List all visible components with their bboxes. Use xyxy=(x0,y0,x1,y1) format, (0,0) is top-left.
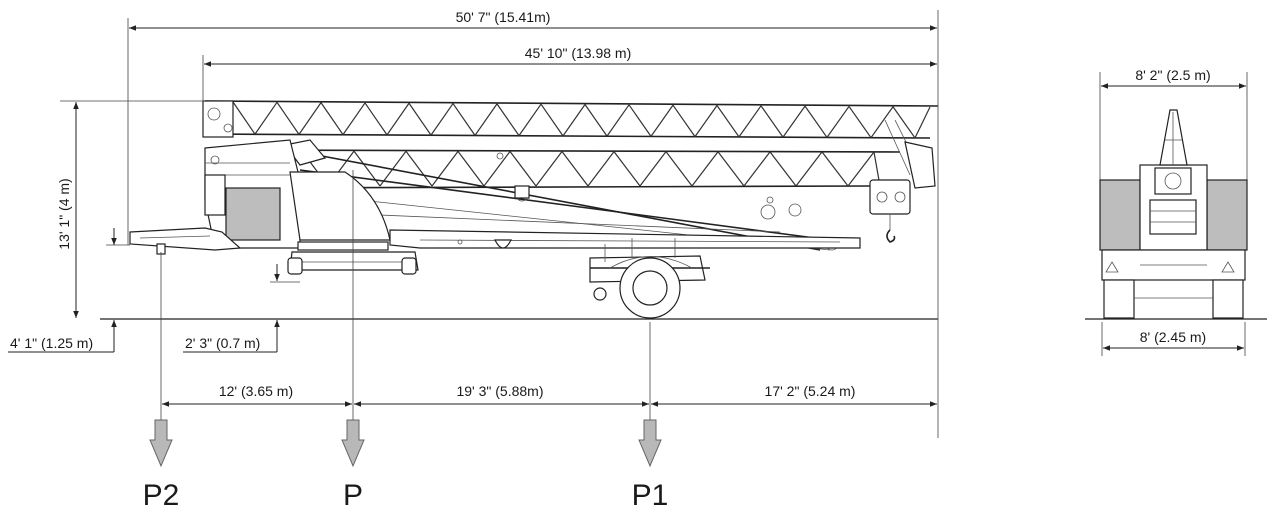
load-label-p: P xyxy=(343,479,363,510)
jib-length-label: 45' 10" (13.98 m) xyxy=(525,45,631,61)
chassis xyxy=(389,229,861,249)
tower-mast xyxy=(283,139,839,251)
p-to-p1-label: 19' 3" (5.88m) xyxy=(456,383,543,399)
axle-wheel xyxy=(589,238,710,319)
side-view-dimensions: 50' 7" (15.41m) 45' 10" (13.98 m) 13' 1"… xyxy=(8,9,939,438)
load-arrow-p2 xyxy=(149,419,173,468)
counterweight xyxy=(225,187,281,241)
slewing-height-label: 2' 3" (0.7 m) xyxy=(185,335,260,351)
hook-block xyxy=(869,179,911,243)
top-width-label: 8' 2" (2.5 m) xyxy=(1135,67,1210,83)
load-arrow-p1 xyxy=(638,419,662,468)
base-width-label: 8' (2.45 m) xyxy=(1140,329,1206,345)
overall-length-label: 50' 7" (15.41m) xyxy=(456,9,551,25)
load-label-p2: P2 xyxy=(143,479,180,510)
crane-end-view: 8' 2" (2.5 m) 8' (2.45 m) xyxy=(1085,67,1267,356)
p2-to-p-label: 12' (3.65 m) xyxy=(219,383,293,399)
superstructure xyxy=(204,139,391,249)
p1-to-tip-label: 17' 2" (5.24 m) xyxy=(765,383,856,399)
end-counterweight-left xyxy=(1099,179,1141,251)
rear-outrigger xyxy=(129,227,242,255)
load-arrows: P2 P P1 xyxy=(143,419,669,510)
rear-outrigger-height-label: 4' 1" (1.25 m) xyxy=(10,335,93,351)
crane-side-view xyxy=(100,100,939,320)
load-label-p1: P1 xyxy=(632,479,669,510)
slewing-base xyxy=(287,241,419,275)
end-counterweight-right xyxy=(1206,179,1248,251)
load-arrow-p xyxy=(341,419,365,468)
height-label: 13' 1" (4 m) xyxy=(56,178,72,249)
